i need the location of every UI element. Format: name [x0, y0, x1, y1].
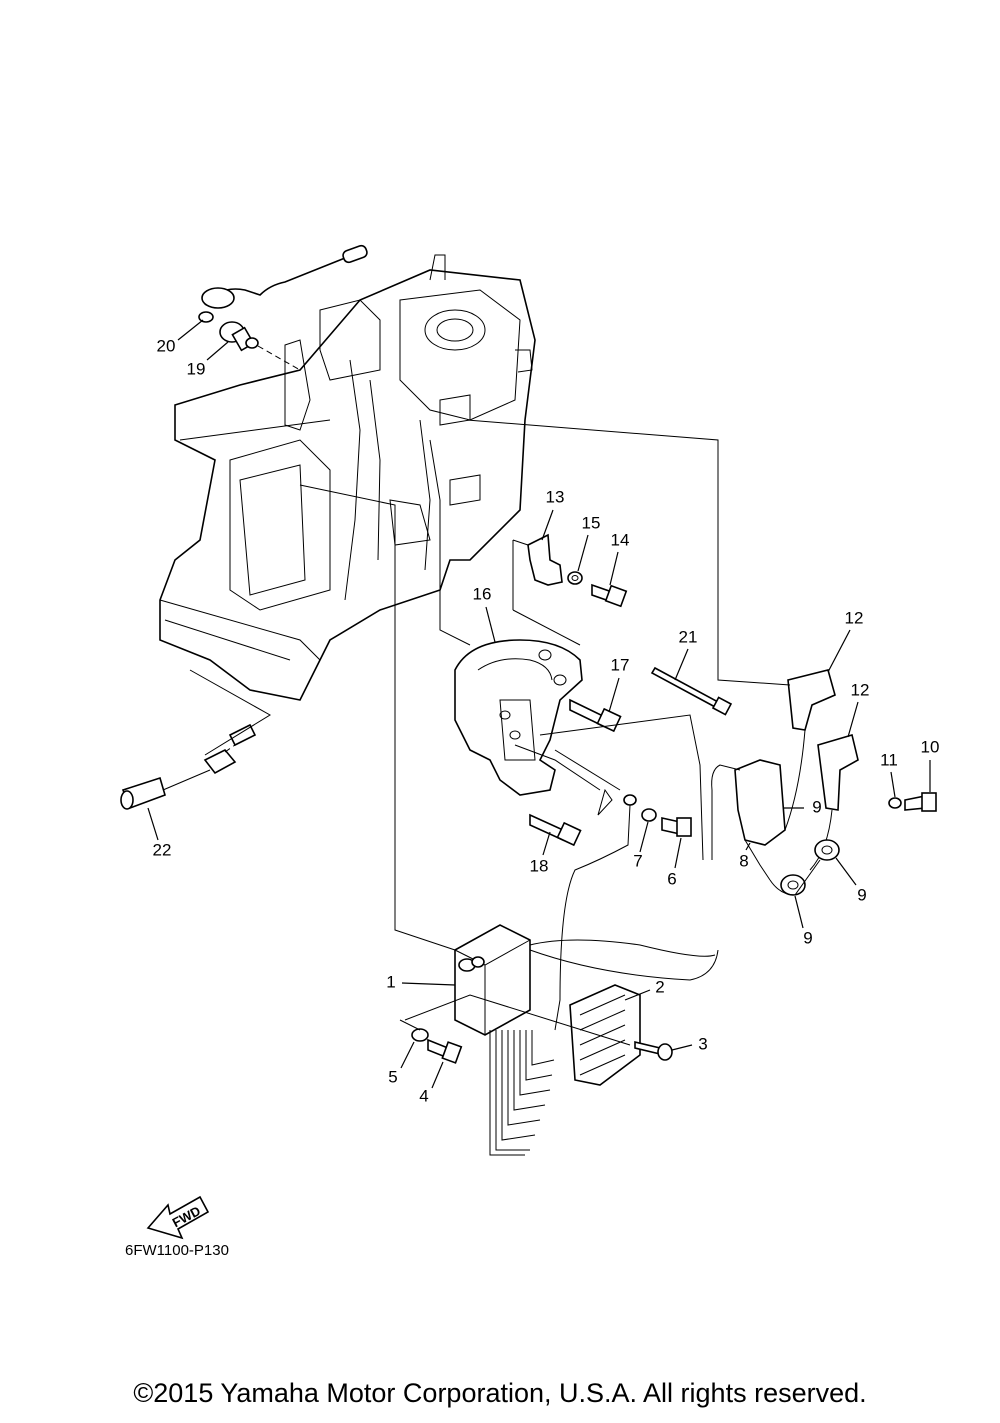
- callout-9-c: 9: [803, 928, 812, 947]
- part-17-bolt: [569, 698, 622, 733]
- part-16-base: [454, 639, 583, 796]
- part-9-grommet-b: [814, 839, 840, 861]
- callout-18: 18: [530, 856, 549, 875]
- callout-12-a: 12: [845, 608, 864, 627]
- callout-22: 22: [153, 840, 172, 859]
- callout-4: 4: [419, 1086, 428, 1105]
- callout-15: 15: [582, 513, 601, 532]
- part-19-thermo-switch: [219, 321, 301, 371]
- ground-lead: [554, 788, 637, 1031]
- callout-1: 1: [386, 972, 395, 991]
- callout-2: 2: [655, 977, 664, 996]
- callout-10: 10: [921, 737, 940, 756]
- part-13-clamp: [512, 533, 581, 646]
- fwd-arrow-icon: FWD: [146, 1195, 210, 1240]
- part-15-washer: [567, 571, 583, 585]
- callout-6: 6: [667, 869, 676, 888]
- part-18-bolt: [529, 813, 582, 847]
- part-7-washer: [641, 808, 657, 822]
- part-12-plug-cap-lower: [809, 733, 859, 871]
- callout-16: 16: [473, 584, 492, 603]
- part-8-ignition-coil: [711, 759, 786, 881]
- part-5-washer: [411, 1028, 429, 1042]
- diagram-reference-code: 6FW1100-P130: [125, 1242, 229, 1259]
- fwd-label: FWD: [170, 1203, 203, 1230]
- part-11-washer: [888, 797, 902, 809]
- engine-block: [159, 254, 536, 701]
- callout-7: 7: [633, 851, 642, 870]
- callout-14: 14: [611, 530, 630, 549]
- copyright-notice: ©2015 Yamaha Motor Corporation, U.S.A. A…: [133, 1378, 867, 1408]
- callout-5: 5: [388, 1067, 397, 1086]
- part-4-bolt: [427, 1038, 463, 1064]
- callout-13: 13: [546, 487, 565, 506]
- part-14-bolt: [591, 583, 628, 608]
- callout-17: 17: [611, 655, 630, 674]
- part-3-screw: [634, 1040, 673, 1061]
- part-21-cable-tie: [650, 666, 733, 716]
- callout-20: 20: [157, 336, 176, 355]
- callout-21: 21: [679, 627, 698, 646]
- part-22-sensor: [120, 723, 257, 810]
- part-9-grommet-a: [780, 874, 806, 896]
- callout-9-b: 9: [857, 885, 866, 904]
- part-20-sensor-lead: [198, 244, 368, 323]
- reference-lines: [189, 419, 791, 1046]
- part-6-bolt: [661, 817, 692, 837]
- callout-19: 19: [187, 359, 206, 378]
- callout-8: 8: [739, 851, 748, 870]
- callout-3: 3: [698, 1034, 707, 1053]
- part-10-bolt: [904, 792, 937, 812]
- callout-9-a: 9: [812, 797, 821, 816]
- part-2-holder: [569, 984, 641, 1086]
- part-12-plug-cap-upper: [784, 669, 836, 831]
- callout-11: 11: [880, 750, 898, 769]
- callout-12-b: 12: [851, 680, 870, 699]
- callouts: 1 2 3 4 5 6 7 8 9 9 9 10 11 12 12 13 14: [147, 319, 940, 1105]
